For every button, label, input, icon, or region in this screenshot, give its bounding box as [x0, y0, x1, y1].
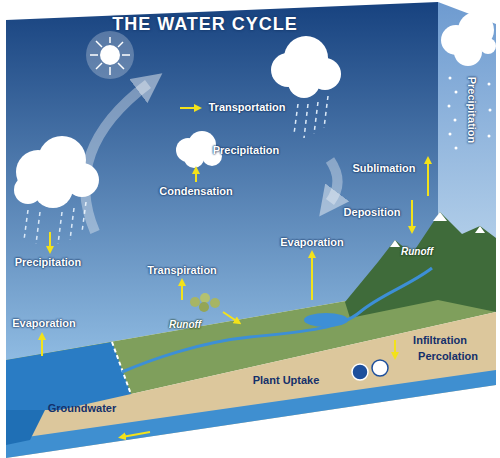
flow-arrow [195, 170, 197, 182]
flow-arrows [42, 108, 428, 437]
snowflake [455, 91, 458, 94]
rain-streak [314, 102, 318, 134]
sun-ray [109, 37, 111, 43]
ground-section [6, 312, 496, 458]
process-label: Evaporation [280, 236, 344, 249]
cycle-arrow [85, 84, 148, 232]
cloud-puff [480, 38, 496, 54]
snowflake [449, 77, 452, 80]
flow-arrow [180, 107, 198, 109]
flow-arrow [223, 312, 238, 322]
flow-arrow [394, 340, 396, 356]
ocean-section [6, 410, 45, 445]
snowflake [454, 119, 457, 122]
sun-ray [96, 63, 102, 69]
river [122, 268, 432, 372]
flow-arrow [122, 432, 150, 437]
rain-streak [294, 104, 298, 134]
cloud [441, 12, 496, 66]
cycle-arrow [330, 160, 338, 202]
flow-arrow [41, 336, 43, 356]
sun-ray [109, 67, 111, 75]
flow-arrow [181, 282, 183, 300]
process-label: Precipitation [466, 77, 479, 144]
rain-streak [36, 212, 40, 244]
sun-ray [90, 54, 98, 56]
process-label: Infiltration [413, 334, 467, 347]
flow-arrow [49, 232, 51, 250]
snow-cap [475, 226, 485, 233]
cloud-puff [14, 176, 42, 204]
process-label: Condensation [159, 185, 232, 198]
rain-streak [304, 104, 308, 138]
rain-streak [324, 96, 328, 128]
sun [100, 45, 120, 65]
process-label: Runoff [401, 246, 433, 258]
tree [200, 293, 210, 303]
mountains [345, 212, 496, 318]
cloud-puff [288, 66, 320, 98]
cloud-puff [454, 38, 482, 66]
snowflake [455, 147, 458, 150]
process-label: Precipitation [15, 256, 82, 269]
snow-cap [433, 212, 447, 221]
flow-arrow [411, 200, 413, 230]
process-label: Groundwater [48, 402, 116, 415]
groundwater-band [6, 370, 496, 458]
tree [190, 297, 200, 307]
process-label: Sublimation [353, 162, 416, 175]
snow [448, 77, 492, 150]
sun-ray [122, 54, 130, 56]
process-label: Evaporation [12, 317, 76, 330]
process-label: Plant Uptake [253, 374, 320, 387]
process-label: Runoff [169, 319, 201, 331]
process-label: Percolation [418, 350, 478, 363]
sun-ray [118, 42, 123, 47]
flow-arrow [427, 160, 429, 196]
logo-badge [372, 360, 388, 376]
rain-streak [58, 212, 62, 244]
snowflake [449, 133, 452, 136]
sun-ray [96, 41, 102, 47]
sun-ray [118, 63, 124, 69]
process-label: Precipitation [213, 144, 280, 157]
rain [24, 202, 86, 244]
diagram-title: THE WATER CYCLE [112, 14, 298, 35]
cloud [271, 36, 341, 98]
cloud-puff [184, 148, 204, 168]
snow-cap [390, 240, 400, 247]
snowflake [448, 105, 451, 108]
process-label: Deposition [344, 206, 401, 219]
sun-glow [86, 31, 134, 79]
logo-badge [352, 364, 368, 380]
rain-streak [70, 208, 74, 240]
process-label: Transpiration [147, 264, 217, 277]
process-label: Transportation [208, 101, 285, 114]
lake [304, 313, 348, 327]
rain [294, 96, 328, 138]
rain-streak [24, 210, 28, 240]
sun-rays [90, 37, 130, 75]
snowflake [489, 109, 492, 112]
flow-arrow [311, 254, 313, 300]
snowflake [488, 83, 491, 86]
snowflake [488, 135, 491, 138]
tree [199, 302, 209, 312]
tree [210, 298, 220, 308]
